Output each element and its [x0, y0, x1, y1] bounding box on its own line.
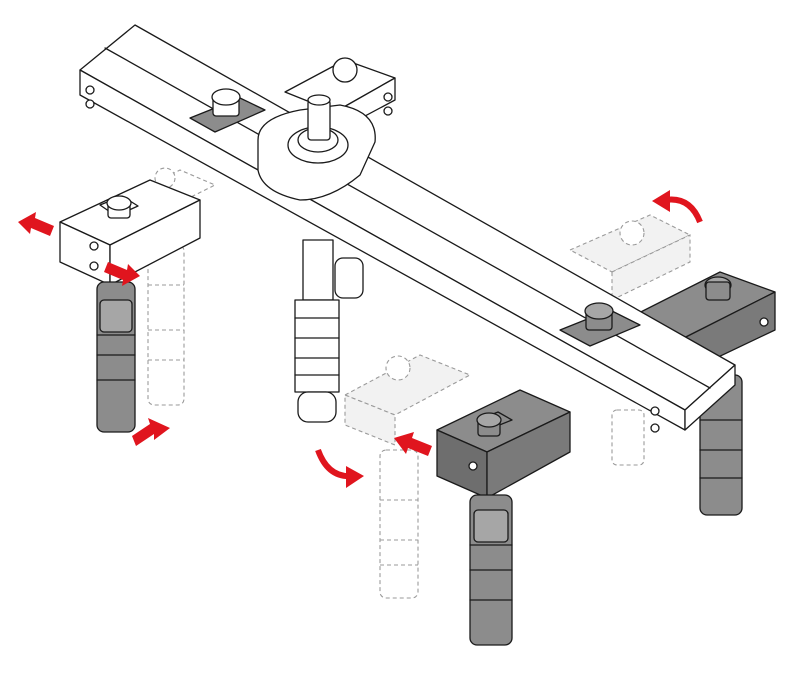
arrow-left-bottom	[132, 418, 170, 446]
ghost-leg-back-left	[147, 244, 185, 406]
support-arm-front	[436, 389, 571, 499]
support-leg-front	[469, 494, 513, 646]
support-leg-left	[96, 281, 136, 433]
main-crossbar	[79, 24, 736, 433]
arrow-icon	[104, 262, 140, 286]
arrow-rotate-bottom	[315, 448, 364, 488]
arrow-center-in	[394, 432, 432, 456]
arrow-rotate-top-right	[652, 190, 703, 224]
clamp-block-bottom	[559, 302, 641, 347]
ghost-arm-front	[343, 354, 472, 599]
ghost-arm-right	[568, 214, 692, 466]
arrow-icon	[132, 418, 170, 446]
arrow-left-out	[18, 212, 54, 236]
arrow-left-in	[104, 262, 140, 286]
clamp-block-top	[189, 88, 266, 133]
support-arm-left	[59, 179, 201, 286]
center-hub-with-nut	[257, 57, 376, 201]
center-threaded-rod	[294, 239, 364, 423]
curved-arrow-icon	[664, 196, 703, 224]
arrow-icon	[18, 212, 54, 236]
arrow-icon	[394, 432, 432, 456]
